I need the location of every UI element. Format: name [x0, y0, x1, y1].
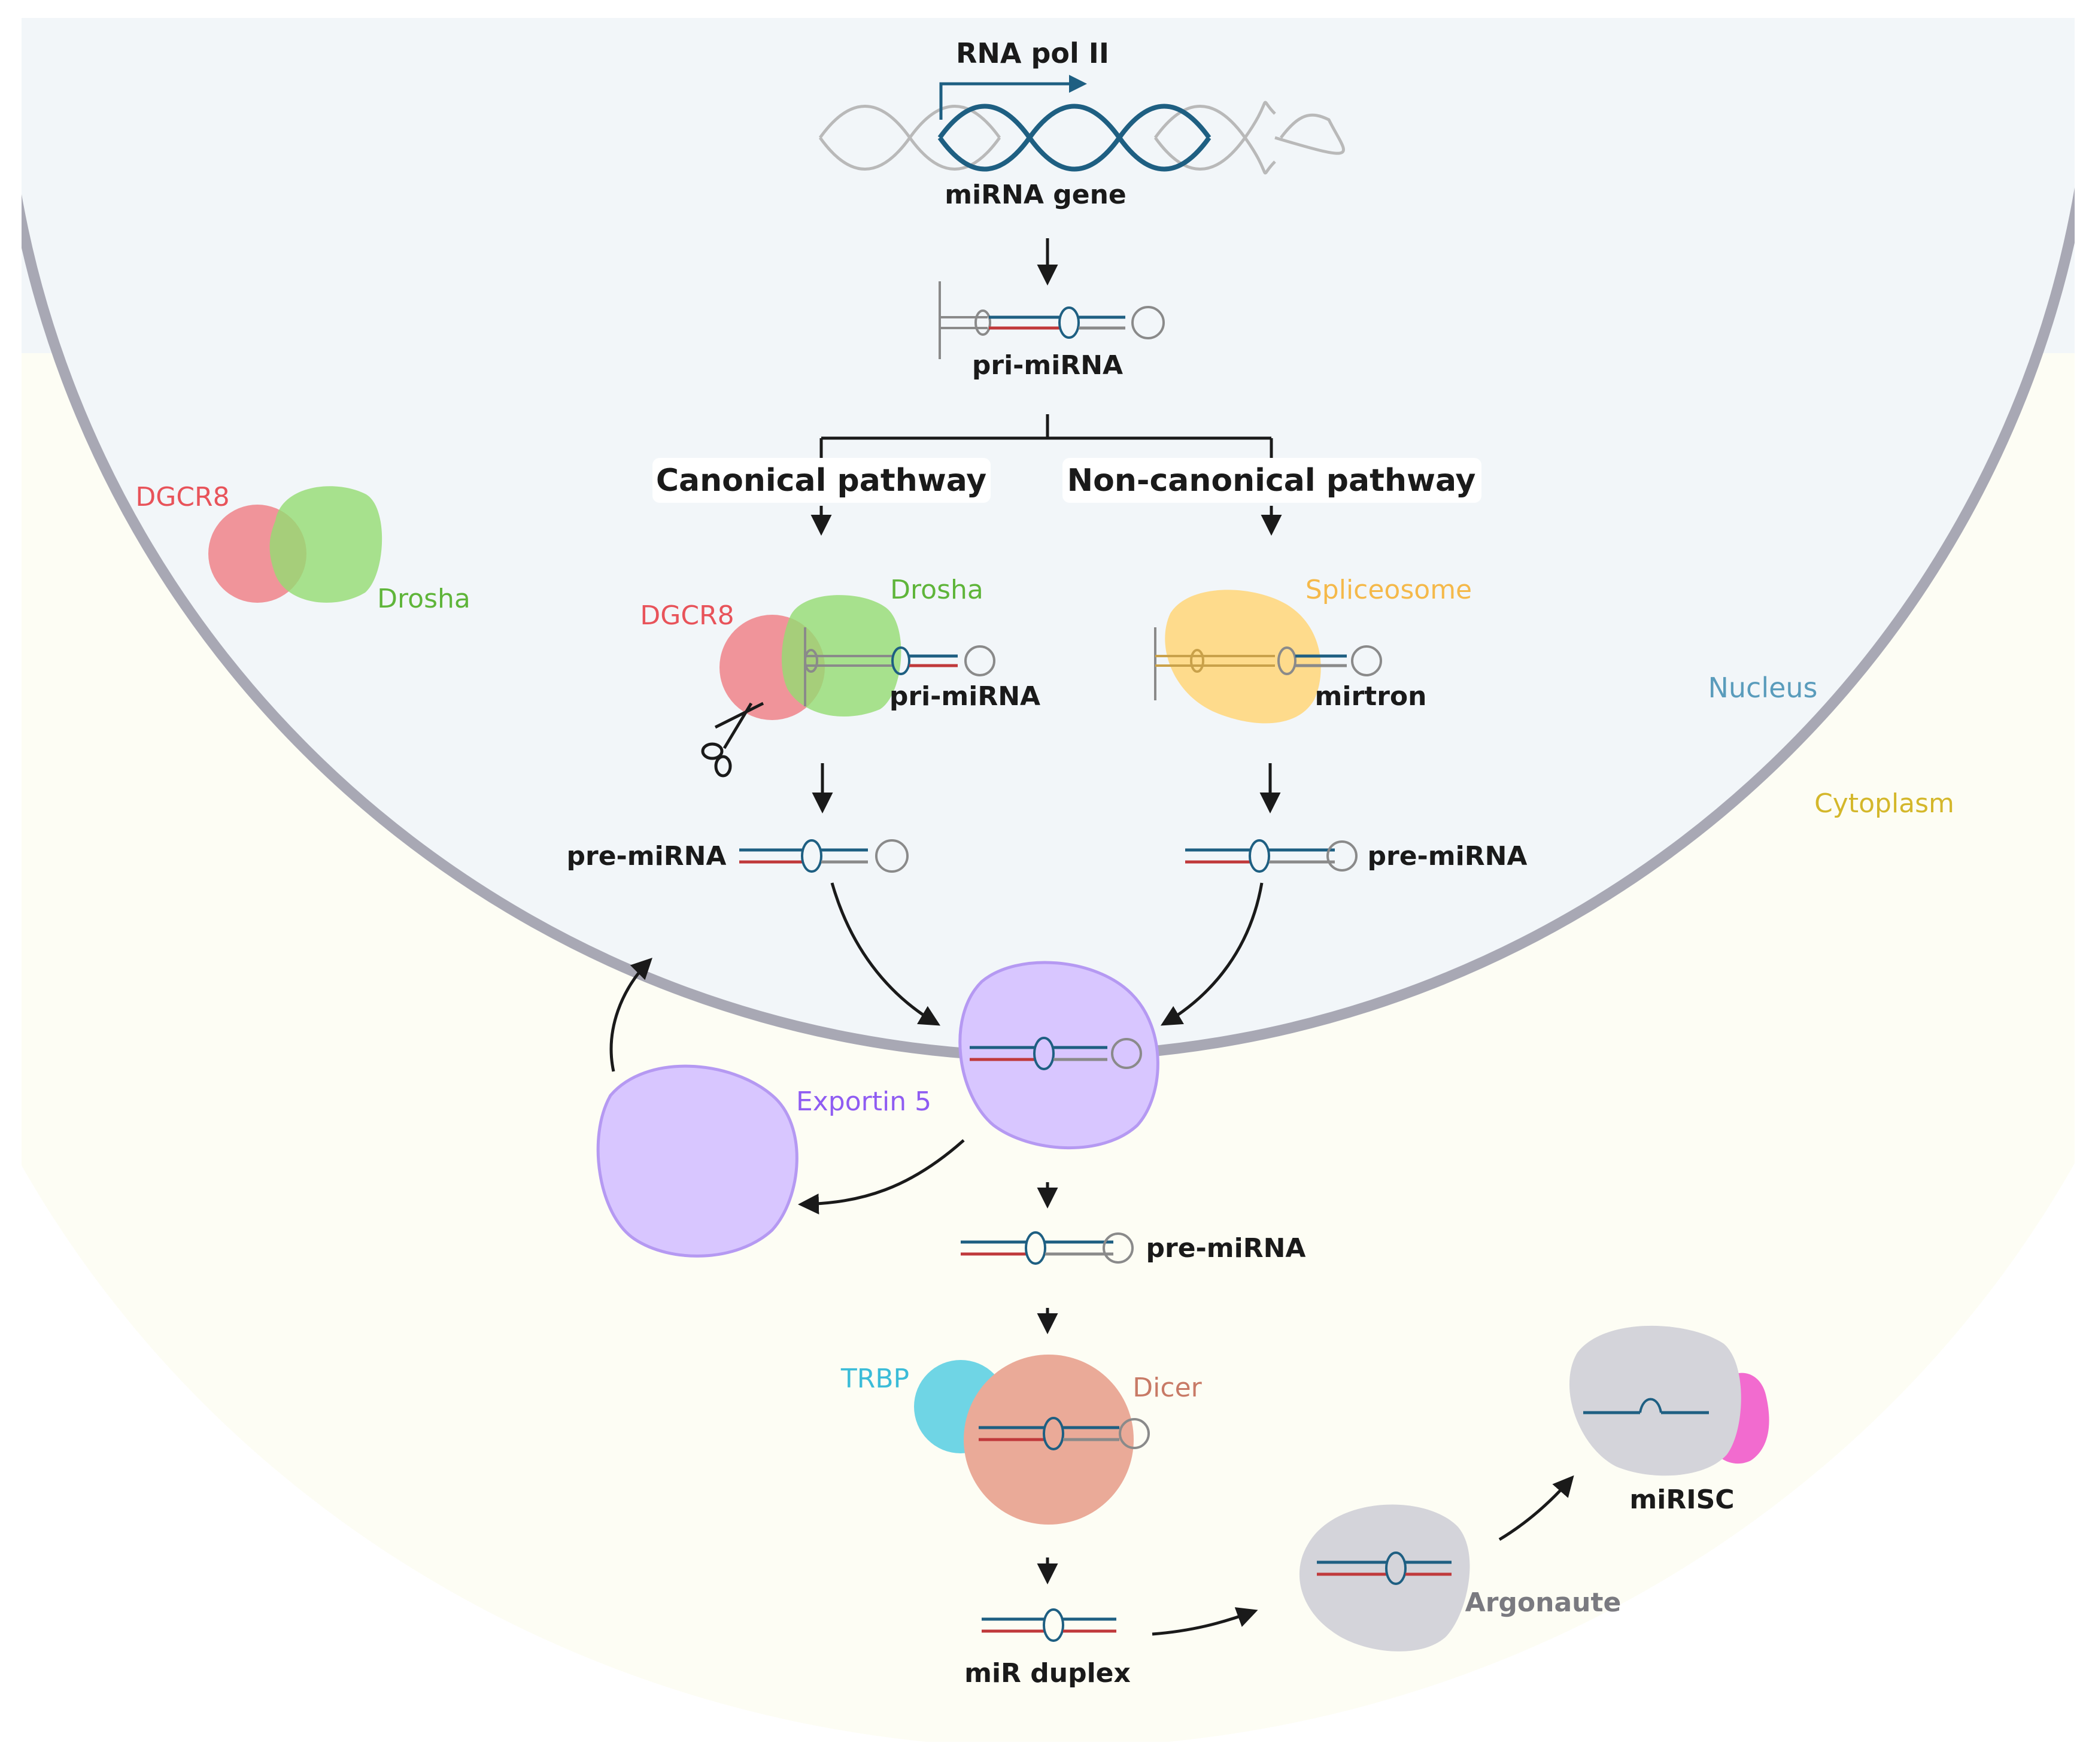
pre-mirna-right-label: pre-miRNA: [1368, 841, 1528, 872]
mirtron-label: mirtron: [1315, 681, 1427, 712]
mirna-gene-label: miRNA gene: [945, 180, 1127, 210]
mirtron-hairpin-icon: [1154, 627, 1382, 700]
arrow-exportin-to-free: [798, 1139, 965, 1215]
nucleus-top-band: [22, 18, 2075, 353]
cytoplasm-label: Cytoplasm: [1814, 788, 1954, 819]
drosha-free-shape: [269, 486, 382, 603]
arrow-exportin-recycle: [609, 958, 652, 1072]
argonaute-label: Argonaute: [1465, 1587, 1622, 1618]
pre-mirna-right-hairpin-icon: [1185, 839, 1358, 873]
arrow-pre-right-to-exportin: [1160, 882, 1264, 1026]
trbp-label: TRBP: [840, 1364, 909, 1394]
canonical-pathway-label: Canonical pathway: [656, 463, 986, 499]
non-canonical-label-bg: [1062, 458, 1481, 503]
pri-mirna-complex-label: pri-miRNA: [889, 681, 1040, 712]
mirisc-label: miRISC: [1629, 1484, 1734, 1515]
pre-mirna-left-label: pre-miRNA: [567, 841, 727, 872]
rna-pol-label: RNA pol II: [956, 37, 1109, 69]
exportin-5-free-shape: [596, 1064, 798, 1258]
pre-mirna-cyto-label: pre-miRNA: [1146, 1233, 1306, 1264]
mir-duplex-icon: [982, 1608, 1116, 1642]
canonical-label-bg: [652, 458, 991, 503]
arrow-duplex-to-argonaute: [1152, 1607, 1258, 1636]
mirisc-guide-strand-icon: [1583, 1398, 1709, 1414]
arrow-argonaute-to-mirisc: [1498, 1475, 1574, 1541]
drosha-complex-label: Drosha: [890, 575, 983, 605]
pri-mirna-complex-hairpin-icon: [804, 627, 995, 706]
pri-mirna-top-label: pri-miRNA: [972, 350, 1123, 381]
scissors-icon: [701, 702, 764, 778]
pri-mirna-hairpin-icon: [939, 281, 1165, 359]
pre-mirna-exportin-hairpin-icon: [970, 1037, 1142, 1070]
pathway-branch-lines: [819, 414, 1273, 461]
mir-duplex-label: miR duplex: [964, 1658, 1131, 1689]
non-canonical-pathway-label: Non-canonical pathway: [1067, 463, 1476, 499]
argonaute-shape: [1299, 1504, 1470, 1651]
dgcr8-complex-label: DGCR8: [640, 600, 734, 631]
dna-helix-icon: [818, 75, 1345, 175]
pre-mirna-cyto-hairpin-icon: [961, 1231, 1134, 1265]
dicer-label: Dicer: [1132, 1373, 1202, 1403]
drosha-free-label: Drosha: [377, 584, 470, 614]
arrow-pre-left-to-exportin: [830, 882, 941, 1026]
nucleus-label: Nucleus: [1708, 672, 1817, 704]
spliceosome-label: Spliceosome: [1305, 575, 1472, 605]
dicer-shape: [964, 1355, 1134, 1525]
pre-mirna-dicer-hairpin-icon: [979, 1417, 1150, 1450]
argonaute-duplex-icon: [1317, 1552, 1452, 1585]
exportin-5-label: Exportin 5: [796, 1086, 931, 1117]
pre-mirna-left-hairpin-icon: [739, 839, 909, 873]
dgcr8-free-label: DGCR8: [135, 482, 229, 512]
exportin-5-membrane-shape: [958, 961, 1159, 1150]
